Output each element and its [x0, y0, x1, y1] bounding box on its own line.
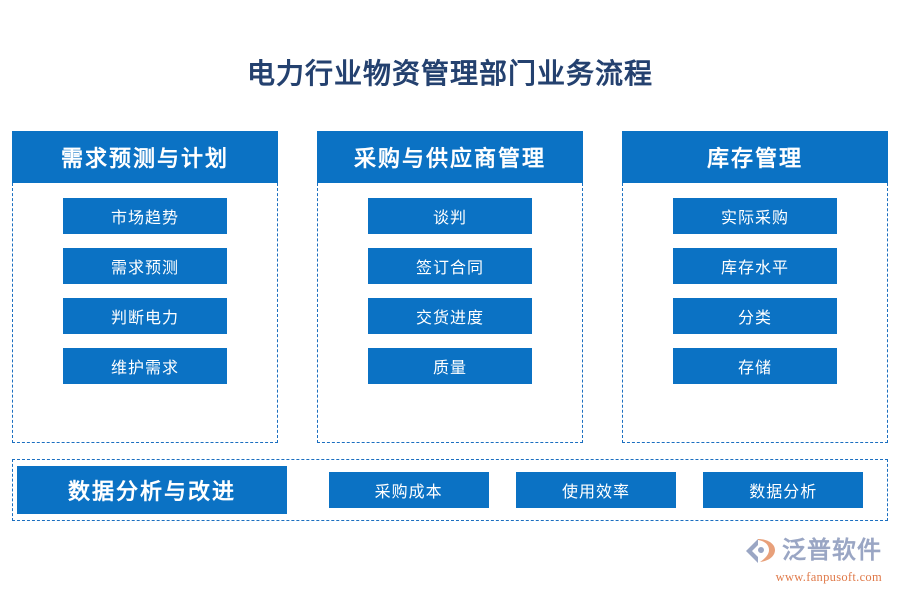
bottom-section-data-analysis: 数据分析与改进 采购成本 使用效率 数据分析	[12, 459, 888, 521]
column-body-procurement-supplier: 谈判 签订合同 交货进度 质量	[317, 183, 583, 443]
column-header-inventory-management: 库存管理	[622, 131, 888, 183]
item-box[interactable]: 维护需求	[63, 348, 227, 384]
item-box[interactable]: 质量	[368, 348, 532, 384]
logo-row: 泛普软件	[732, 534, 882, 568]
item-box[interactable]: 存储	[673, 348, 837, 384]
bottom-section-header: 数据分析与改进	[17, 466, 287, 514]
column-inventory-management: 库存管理 实际采购 库存水平 分类 存储	[622, 131, 888, 443]
column-body-demand-forecast: 市场趋势 需求预测 判断电力 维护需求	[12, 183, 278, 443]
column-header-procurement-supplier: 采购与供应商管理	[317, 131, 583, 183]
item-box[interactable]: 谈判	[368, 198, 532, 234]
column-body-inventory-management: 实际采购 库存水平 分类 存储	[622, 183, 888, 443]
item-box[interactable]: 需求预测	[63, 248, 227, 284]
logo-url: www.fanpusoft.com	[775, 570, 882, 584]
item-box[interactable]: 市场趋势	[63, 198, 227, 234]
column-procurement-supplier: 采购与供应商管理 谈判 签订合同 交货进度 质量	[317, 131, 583, 443]
brand-logo: 泛普软件 www.fanpusoft.com	[732, 534, 882, 588]
column-demand-forecast: 需求预测与计划 市场趋势 需求预测 判断电力 维护需求	[12, 131, 278, 443]
item-box[interactable]: 签订合同	[368, 248, 532, 284]
item-box[interactable]: 判断电力	[63, 298, 227, 334]
logo-name: 泛普软件	[782, 537, 882, 564]
item-box[interactable]: 交货进度	[368, 298, 532, 334]
fanpu-logo-icon	[746, 539, 775, 563]
columns-container: 需求预测与计划 市场趋势 需求预测 判断电力 维护需求 采购与供应商管理 谈判 …	[12, 131, 888, 443]
item-box[interactable]: 数据分析	[703, 472, 864, 508]
column-header-demand-forecast: 需求预测与计划	[12, 131, 278, 183]
item-box[interactable]: 使用效率	[515, 472, 676, 508]
bottom-items-container: 采购成本 使用效率 数据分析	[287, 472, 887, 508]
item-box[interactable]: 库存水平	[673, 248, 837, 284]
item-box[interactable]: 分类	[673, 298, 837, 334]
item-box[interactable]: 实际采购	[673, 198, 837, 234]
item-box[interactable]: 采购成本	[328, 472, 489, 508]
page-title: 电力行业物资管理部门业务流程	[246, 59, 653, 90]
